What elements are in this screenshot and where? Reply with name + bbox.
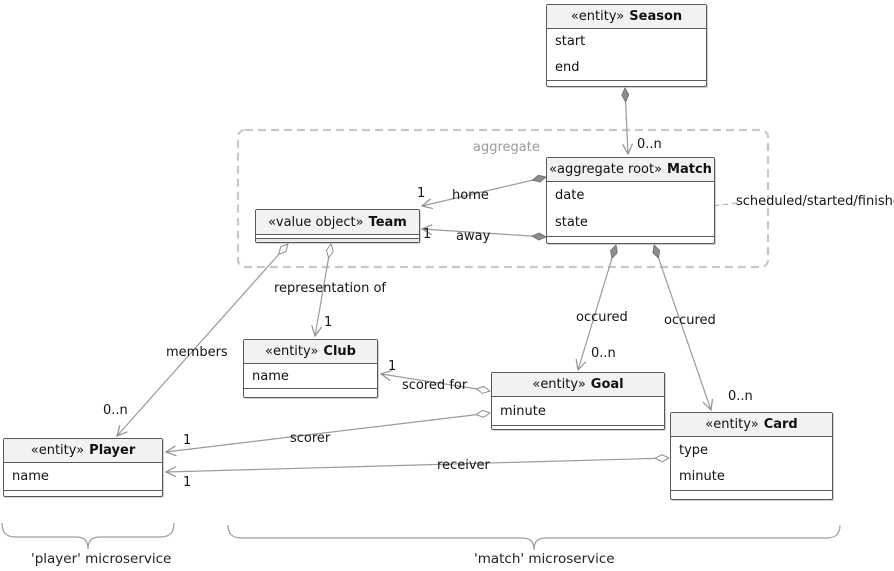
aggregate-boundary (236, 128, 770, 269)
members-multiplicity: 0..n (103, 403, 128, 418)
stereotype: «entity» (30, 443, 85, 458)
class-name: Card (763, 417, 798, 432)
class-name: Club (323, 344, 356, 359)
operations-compartment (4, 490, 162, 496)
occured-goal-multiplicity: 0..n (591, 346, 616, 361)
attribute: start (555, 34, 586, 50)
match-microservice-brace (227, 524, 841, 551)
class-club-attributes: name (244, 364, 377, 388)
class-name: Player (89, 443, 136, 458)
occured-card-multiplicity: 0..n (728, 389, 753, 404)
class-club-header: «entity» Club (244, 340, 377, 364)
scored-for-multiplicity: 1 (388, 359, 397, 374)
attribute: minute (500, 403, 546, 419)
scorer-label: scorer (290, 431, 331, 446)
members-label: members (166, 345, 228, 360)
match-goal-occured-composition (578, 245, 616, 370)
team-club-representation-aggregation (315, 244, 331, 336)
operations-compartment (256, 238, 419, 242)
attribute: state (555, 215, 588, 230)
operations-compartment (547, 80, 706, 86)
stereotype: «value object» (268, 214, 364, 230)
class-player-attributes: name (4, 463, 162, 490)
class-season-header: «entity» Season (547, 5, 706, 29)
class-team-header: «value object» Team (256, 210, 419, 234)
operations-compartment (671, 490, 832, 499)
stereotype: «aggregate root» (549, 162, 663, 177)
stereotype: «entity» (532, 377, 586, 392)
attribute: type (679, 442, 709, 458)
occured-goal-label: occured (576, 310, 628, 325)
attributes-compartment (256, 234, 419, 238)
attribute: end (555, 59, 580, 75)
away-label: away (456, 229, 491, 244)
occured-card-label: occured (664, 313, 716, 328)
class-season-attributes: start end (547, 29, 706, 80)
class-name: Team (368, 214, 407, 230)
season-match-composition (625, 88, 628, 154)
class-player-header: «entity» Player (4, 439, 162, 463)
match-microservice-label: 'match' microservice (474, 551, 615, 567)
goal-club-scoredfor-aggregation (381, 374, 490, 391)
match-team-home-association (422, 177, 546, 206)
match-team-away-association (422, 229, 546, 237)
match-card-occured-composition (654, 245, 711, 410)
stereotype: «entity» (265, 344, 319, 359)
class-card: «entity» Card type minute (670, 412, 833, 500)
attribute: name (12, 469, 49, 484)
class-card-attributes: type minute (671, 437, 832, 490)
aggregate-label: aggregate (473, 140, 540, 155)
class-goal-header: «entity» Goal (492, 373, 664, 397)
class-player: «entity» Player name (3, 438, 163, 497)
scored-for-label: scored for (402, 378, 468, 393)
representation-of-multiplicity: 1 (324, 315, 333, 330)
operations-compartment (492, 425, 664, 429)
class-name: Goal (590, 377, 624, 392)
state-note-label: scheduled/started/finished (736, 194, 894, 209)
representation-of-label: representation of (274, 281, 387, 296)
card-player-receiver-aggregation (166, 458, 669, 472)
player-microservice-brace (1, 522, 175, 550)
player-microservice-label: 'player' microservice (31, 551, 172, 567)
home-multiplicity: 1 (417, 186, 426, 201)
goal-player-scorer-aggregation (166, 413, 490, 452)
attribute: date (555, 188, 585, 203)
operations-compartment (244, 388, 377, 397)
receiver-multiplicity: 1 (183, 475, 192, 490)
class-match: «aggregate root» Match date state (546, 157, 715, 244)
class-match-header: «aggregate root» Match (547, 158, 714, 182)
operations-compartment (547, 236, 714, 243)
class-name: Season (629, 9, 683, 24)
class-goal: «entity» Goal minute (491, 372, 665, 430)
team-player-members-aggregation (117, 244, 288, 436)
attribute: minute (679, 469, 725, 485)
scorer-multiplicity: 1 (183, 433, 192, 448)
class-season: «entity» Season start end (546, 4, 707, 87)
home-label: home (452, 188, 489, 203)
class-club: «entity» Club name (243, 339, 378, 398)
class-name: Match (667, 162, 712, 177)
class-match-attributes: date state (547, 182, 714, 236)
class-goal-attributes: minute (492, 397, 664, 425)
season-match-multiplicity: 0..n (637, 137, 662, 152)
away-multiplicity: 1 (423, 227, 432, 242)
receiver-label: receiver (437, 458, 490, 473)
attribute: name (252, 368, 289, 384)
stereotype: «entity» (570, 9, 625, 24)
class-card-header: «entity» Card (671, 413, 832, 437)
class-team: «value object» Team (255, 209, 420, 243)
stereotype: «entity» (705, 417, 759, 432)
